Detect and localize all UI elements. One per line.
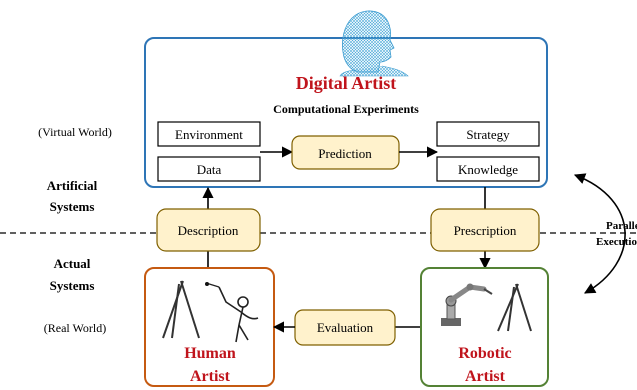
robotic-artist-line1: Robotic bbox=[458, 345, 511, 362]
prediction-label: Prediction bbox=[318, 146, 372, 161]
execution-label: Execution bbox=[596, 236, 637, 248]
human-artist-line2: Artist bbox=[190, 368, 231, 385]
parallel-label: Parallel bbox=[606, 220, 637, 232]
artificial-systems-line2: Systems bbox=[50, 199, 95, 214]
easel-icon bbox=[162, 280, 200, 339]
real-world-label: (Real World) bbox=[44, 321, 106, 335]
robotic-artist-line2: Artist bbox=[465, 368, 506, 385]
description-box bbox=[156, 208, 261, 252]
robot-arm-icon bbox=[441, 283, 493, 326]
data-label: Data bbox=[197, 162, 222, 177]
prescription-label: Prescription bbox=[454, 223, 517, 238]
parallel-execution-arrow bbox=[573, 173, 626, 294]
actual-systems-line2: Systems bbox=[50, 278, 95, 293]
data-box bbox=[157, 156, 261, 182]
computational-experiments-label: Computational Experiments bbox=[273, 102, 419, 116]
painter-figure-icon bbox=[205, 282, 259, 343]
head-mesh-icon bbox=[339, 10, 409, 77]
brush-tip-icon bbox=[205, 282, 209, 286]
environment-box bbox=[157, 121, 261, 147]
strategy-label: Strategy bbox=[466, 127, 510, 142]
robot-easel-icon bbox=[497, 283, 532, 332]
strategy-box bbox=[436, 121, 540, 147]
evaluation-label: Evaluation bbox=[317, 320, 374, 335]
digital-artist-title: Digital Artist bbox=[296, 73, 397, 93]
artificial-systems-line1: Artificial bbox=[47, 178, 98, 193]
virtual-world-label: (Virtual World) bbox=[38, 125, 112, 139]
knowledge-box bbox=[436, 156, 540, 182]
knowledge-label: Knowledge bbox=[458, 162, 518, 177]
environment-label: Environment bbox=[175, 127, 243, 142]
actual-systems-line1: Actual bbox=[54, 256, 91, 271]
description-label: Description bbox=[178, 223, 239, 238]
prescription-box bbox=[430, 208, 540, 252]
human-artist-line1: Human bbox=[184, 345, 236, 362]
